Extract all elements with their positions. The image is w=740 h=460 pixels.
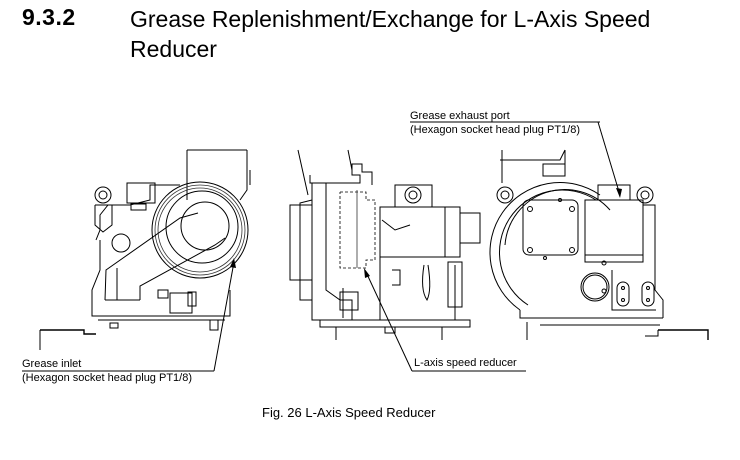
exhaust-port-sublabel: (Hexagon socket head plug PT1/8)	[410, 124, 580, 136]
speed-reducer-label: L-axis speed reducer	[414, 357, 517, 369]
left-view-front	[60, 149, 251, 331]
section-title-line-1: Grease Replenishment/Exchange for L-Axis…	[130, 6, 651, 32]
section-number: 9.3.2	[22, 4, 76, 30]
figure-caption: Fig. 26 L-Axis Speed Reducer	[262, 405, 436, 420]
exhaust-port-label: Grease exhaust port	[410, 110, 510, 122]
section-title: Grease Replenishment/Exchange for L-Axis…	[130, 4, 730, 64]
base-floor	[39, 329, 709, 350]
grease-inlet-label: Grease inlet	[22, 358, 82, 370]
callout-leaders	[22, 121, 622, 372]
grease-inlet-sublabel: (Hexagon socket head plug PT1/8)	[22, 372, 192, 384]
middle-view-side	[289, 149, 481, 340]
section-title-line-2: Reducer	[130, 36, 217, 62]
right-view-rear	[489, 149, 664, 340]
